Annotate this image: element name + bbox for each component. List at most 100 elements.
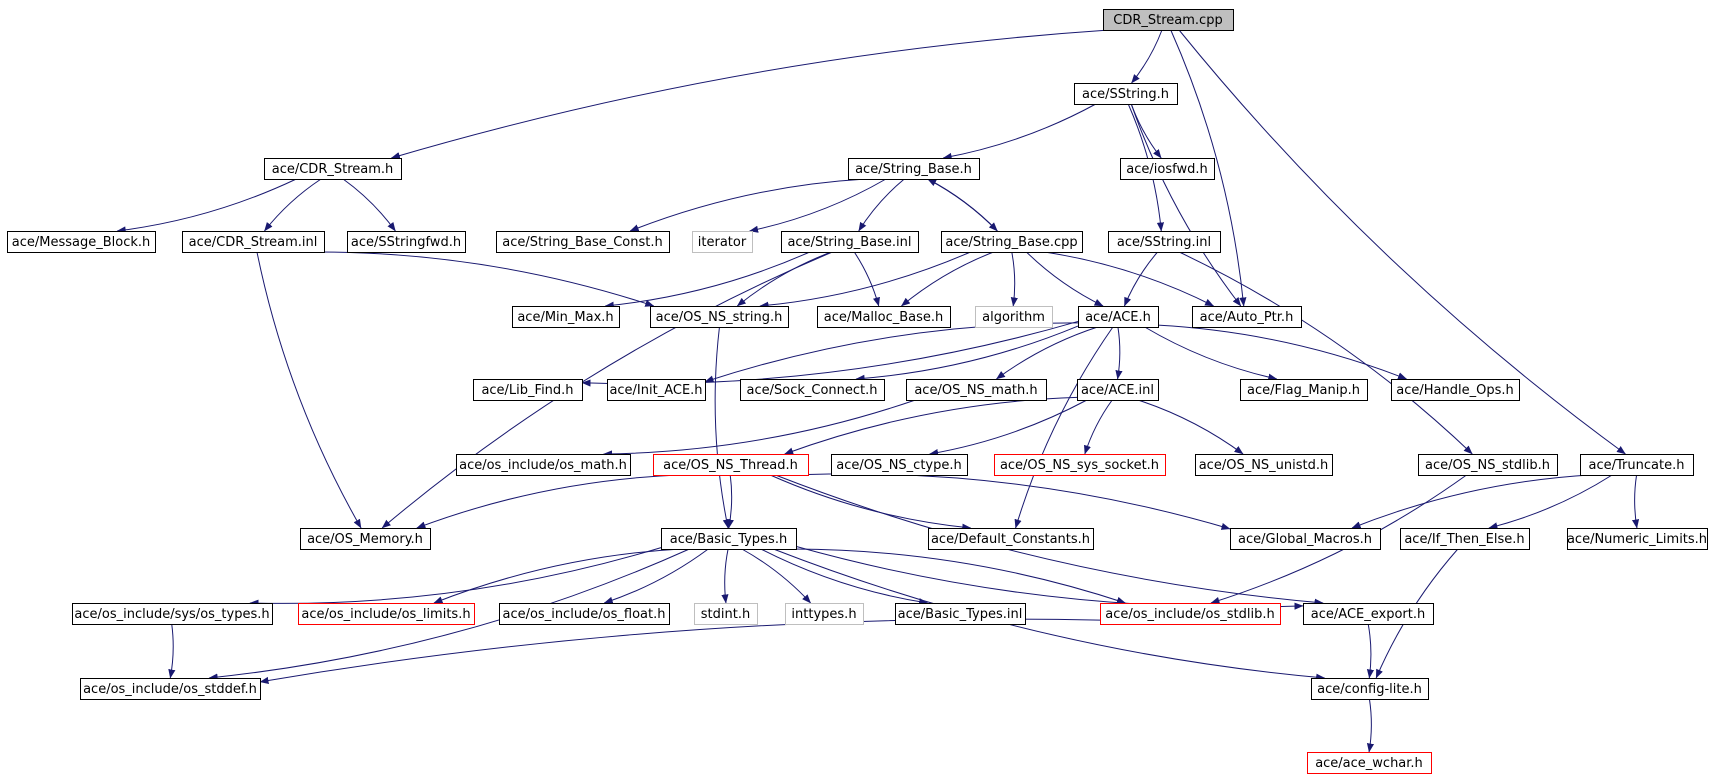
node-ace-os-include-os-math-h[interactable]: ace/os_include/os_math.h (456, 454, 631, 476)
node-ace-init-ace-h[interactable]: ace/Init_ACE.h (607, 379, 706, 401)
node-ace-os-ns-sys-socket-h[interactable]: ace/OS_NS_sys_socket.h (994, 454, 1166, 476)
node-ace-string-base-inl[interactable]: ace/String_Base.inl (781, 231, 919, 253)
edge-ace-string-base-h-to-ace-string-base-inl (858, 178, 905, 232)
node-label: ace/OS_NS_Thread.h (663, 458, 798, 473)
node-ace-string-base-cpp[interactable]: ace/String_Base.cpp (941, 231, 1083, 253)
edge-cdr-stream-cpp-to-ace-cdr-stream-h (390, 29, 1110, 160)
node-label: ace/os_include/sys/os_types.h (74, 607, 269, 622)
node-label: ace/Handle_Ops.h (1396, 383, 1513, 398)
node-ace-global-macros-h[interactable]: ace/Global_Macros.h (1230, 528, 1381, 550)
node-box (1074, 83, 1178, 105)
edge-ace-string-base-inl-to-ace-os-memory-h (381, 251, 833, 529)
edge-ace-basic-types-h-to-ace-os-include-os-limits-h (433, 548, 681, 604)
edge-ace-os-ns-thread-h-to-ace-ace-export-h (775, 474, 1324, 606)
node-ace-malloc-base-h[interactable]: ace/Malloc_Base.h (817, 306, 951, 328)
node-label: stdint.h (701, 607, 750, 622)
node-ace-sstring-h[interactable]: ace/SString.h (1074, 83, 1178, 105)
node-ace-os-ns-string-h[interactable]: ace/OS_NS_string.h (650, 306, 789, 328)
edge-ace-basic-types-h-to-ace-os-include-os-stdlib-h (793, 548, 1126, 604)
node-ace-os-ns-ctype-h[interactable]: ace/OS_NS_ctype.h (831, 454, 968, 476)
node-label: ace/SString.inl (1117, 235, 1211, 250)
node-box (817, 306, 951, 328)
node-ace-string-base-h[interactable]: ace/String_Base.h (848, 158, 980, 180)
node-label: ace/Init_ACE.h (609, 383, 702, 398)
node-ace-sstring-inl[interactable]: ace/SString.inl (1108, 231, 1221, 253)
node-ace-string-base-const-h[interactable]: ace/String_Base_Const.h (496, 231, 670, 253)
edge-ace-string-base-cpp-to-ace-os-ns-string-h (759, 251, 971, 309)
node-ace-os-include-os-float-h[interactable]: ace/os_include/os_float.h (499, 603, 670, 625)
node-label: ace/Malloc_Base.h (824, 310, 944, 325)
edge-ace-cdr-stream-inl-to-ace-os-ns-string-h (318, 251, 655, 307)
node-label: ace/ACE.inl (1081, 383, 1154, 398)
node-ace-cdr-stream-h[interactable]: ace/CDR_Stream.h (264, 158, 402, 180)
node-box (994, 454, 1166, 476)
node-ace-numeric-limits-h[interactable]: ace/Numeric_Limits.h (1567, 528, 1708, 550)
node-box (1078, 306, 1159, 328)
node-ace-sstringfwd-h[interactable]: ace/SStringfwd.h (347, 231, 466, 253)
node-ace-ace-wchar-h[interactable]: ace/ace_wchar.h (1307, 752, 1432, 774)
node-label: ace/OS_NS_string.h (656, 310, 783, 325)
edge-ace-config-lite-h-to-ace-ace-wchar-h (1366, 698, 1375, 753)
node-ace-ace-h[interactable]: ace/ACE.h (1078, 306, 1159, 328)
edge-cdr-stream-cpp-to-ace-truncate-h (1178, 29, 1626, 455)
edge-ace-cdr-stream-h-to-ace-cdr-stream-inl (264, 178, 322, 232)
node-ace-os-memory-h[interactable]: ace/OS_Memory.h (300, 528, 431, 550)
node-ace-if-then-else-h[interactable]: ace/If_Then_Else.h (1400, 528, 1530, 550)
node-ace-basic-types-inl[interactable]: ace/Basic_Types.inl (895, 603, 1026, 625)
node-ace-os-ns-thread-h[interactable]: ace/OS_NS_Thread.h (653, 454, 809, 476)
node-box (1230, 528, 1381, 550)
node-ace-os-ns-unistd-h[interactable]: ace/OS_NS_unistd.h (1195, 454, 1333, 476)
node-ace-sock-connect-h[interactable]: ace/Sock_Connect.h (740, 379, 885, 401)
node-ace-os-include-os-stddef-h[interactable]: ace/os_include/os_stddef.h (80, 678, 261, 700)
edge-ace-cdr-stream-h-to-ace-sstringfwd-h (342, 178, 396, 232)
node-box (831, 454, 968, 476)
node-box (1580, 454, 1694, 476)
node-ace-ace-export-h[interactable]: ace/ACE_export.h (1303, 603, 1434, 625)
node-label: ace/Global_Macros.h (1238, 532, 1372, 547)
node-label: ace/config-lite.h (1317, 682, 1422, 697)
node-box (895, 603, 1026, 625)
node-box (661, 528, 797, 550)
node-box (298, 603, 475, 625)
node-label: ace/If_Then_Else.h (1404, 532, 1524, 547)
node-ace-config-lite-h[interactable]: ace/config-lite.h (1311, 678, 1429, 700)
node-label: ace/os_include/os_float.h (502, 607, 665, 622)
node-cdr-stream-cpp[interactable]: CDR_Stream.cpp (1103, 9, 1234, 31)
edge-ace-sstring-h-to-ace-auto-ptr-h (1130, 103, 1242, 307)
node-ace-os-include-sys-os-types-h[interactable]: ace/os_include/sys/os_types.h (72, 603, 273, 625)
node-ace-min-max-h[interactable]: ace/Min_Max.h (512, 306, 620, 328)
node-ace-os-include-os-limits-h[interactable]: ace/os_include/os_limits.h (298, 603, 475, 625)
node-ace-handle-ops-h[interactable]: ace/Handle_Ops.h (1391, 379, 1520, 401)
node-ace-truncate-h[interactable]: ace/Truncate.h (1580, 454, 1694, 476)
node-label: ace/String_Base_Const.h (502, 235, 662, 250)
node-ace-iosfwd-h[interactable]: ace/iosfwd.h (1120, 158, 1215, 180)
edge-ace-truncate-h-to-ace-numeric-limits-h (1631, 474, 1640, 529)
node-label: iterator (698, 235, 747, 250)
node-stdint-h: stdint.h (694, 603, 758, 625)
node-ace-basic-types-h[interactable]: ace/Basic_Types.h (661, 528, 797, 550)
edge-ace-os-ns-thread-h-to-ace-global-macros-h (807, 473, 1231, 530)
edges-layer (116, 29, 1640, 753)
node-label: ace/Min_Max.h (517, 310, 613, 325)
edge-ace-truncate-h-to-ace-if-then-else-h (1488, 474, 1613, 530)
node-label: ace/Lib_Find.h (481, 383, 573, 398)
node-label: ace/String_Base.h (855, 162, 972, 177)
node-ace-auto-ptr-h[interactable]: ace/Auto_Ptr.h (1192, 306, 1302, 328)
edge-ace-ace-h-to-ace-init-ace-h (704, 322, 1079, 383)
node-ace-default-constants-h[interactable]: ace/Default_Constants.h (928, 528, 1094, 550)
edge-ace-cdr-stream-h-to-ace-message-block-h (116, 178, 297, 234)
node-box (607, 379, 706, 401)
node-label: ace/Auto_Ptr.h (1200, 310, 1294, 325)
node-ace-os-ns-stdlib-h[interactable]: ace/OS_NS_stdlib.h (1418, 454, 1558, 476)
node-ace-message-block-h[interactable]: ace/Message_Block.h (7, 231, 156, 253)
node-label: ace/os_include/os_stdlib.h (1105, 607, 1274, 622)
node-box (7, 231, 156, 253)
node-ace-cdr-stream-inl[interactable]: ace/CDR_Stream.inl (182, 231, 325, 253)
node-ace-ace-inl[interactable]: ace/ACE.inl (1077, 379, 1159, 401)
node-ace-lib-find-h[interactable]: ace/Lib_Find.h (473, 379, 583, 401)
node-ace-flag-manip-h[interactable]: ace/Flag_Manip.h (1240, 379, 1368, 401)
edge-ace-ace-h-to-ace-os-ns-math-h (996, 326, 1098, 380)
node-box (1100, 603, 1281, 625)
node-ace-os-ns-math-h[interactable]: ace/OS_NS_math.h (906, 379, 1047, 401)
node-ace-os-include-os-stdlib-h[interactable]: ace/os_include/os_stdlib.h (1100, 603, 1281, 625)
